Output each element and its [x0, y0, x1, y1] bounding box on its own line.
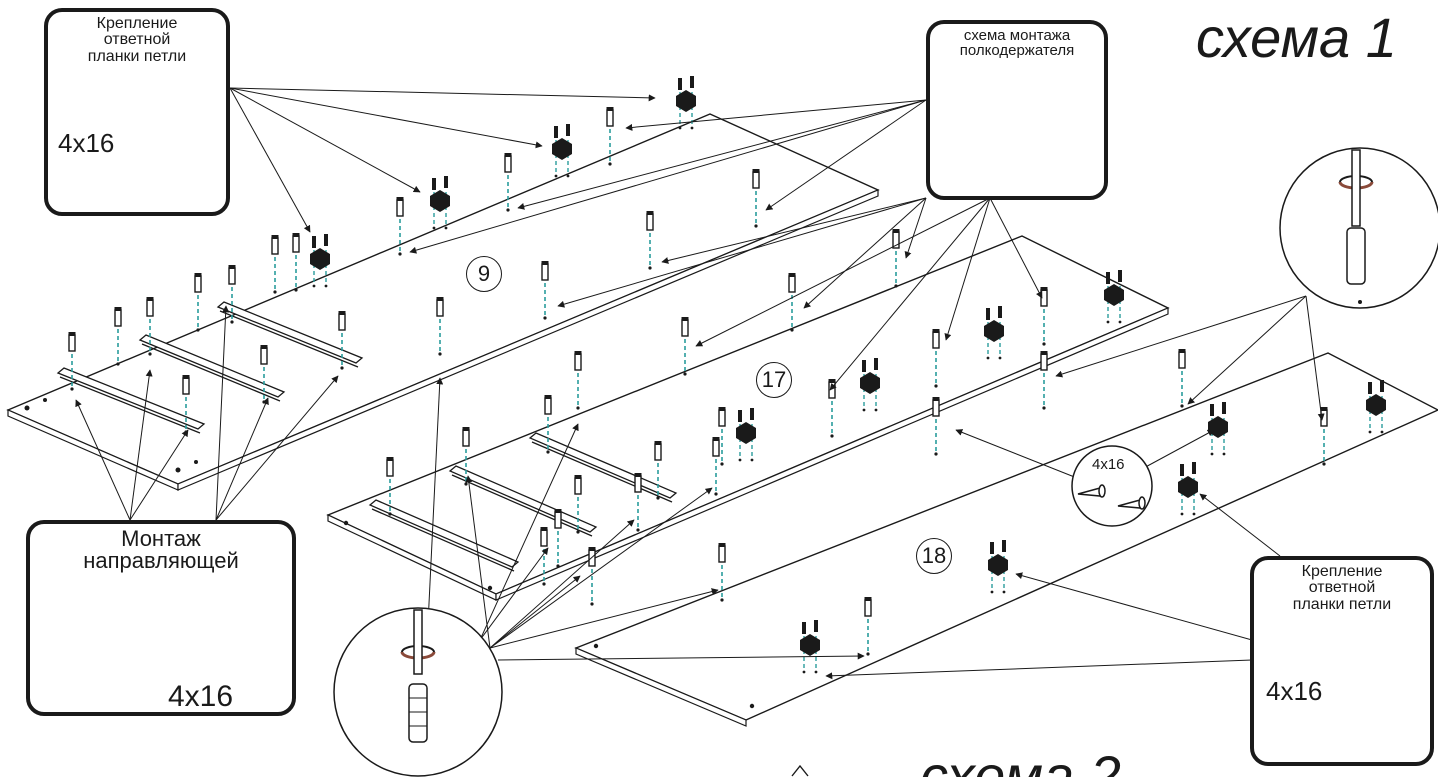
callout-shelf-support: схема монтажа полкодержателя — [926, 20, 1108, 200]
title-line-1: Крепление — [1301, 563, 1383, 580]
title-line-1: схема монтажа — [963, 27, 1071, 44]
callout-title: Крепление ответной планки петли — [1254, 563, 1430, 613]
title-line-2: полкодержателя — [959, 42, 1075, 60]
screwdriver-detail-right — [1279, 147, 1438, 309]
title-line-2: ответной — [1308, 579, 1376, 597]
title-line-2: направляющей — [83, 548, 239, 573]
title-line-1: Крепление — [96, 15, 178, 32]
leaders-tool-right — [1055, 295, 1325, 421]
leaders-tool-bottom — [427, 377, 865, 661]
leaders-shelf-support — [409, 99, 1043, 391]
callout-title: Монтаж направляющей — [30, 528, 292, 572]
scheme-1-label: схема 1 — [1196, 6, 1397, 69]
screw-size-label: 4x16 — [58, 128, 115, 158]
callout-title: схема монтажа полкодержателя — [930, 28, 1104, 59]
part-number-18: 18 — [916, 538, 952, 574]
title-line-2: ответной — [103, 31, 171, 49]
panel-18 — [574, 352, 1438, 727]
part-number-17: 17 — [756, 362, 792, 398]
leaders-hinge-top — [229, 87, 656, 233]
screw-detail-circle — [1071, 445, 1153, 527]
callout-title: Крепление ответной планки петли — [48, 15, 226, 65]
callout-hinge-plate-top: Крепление ответной планки петли 4x16 — [44, 8, 230, 216]
leaders-screw — [955, 429, 1215, 481]
title-line-1: Монтаж — [121, 526, 201, 551]
callout-rail-mount: Монтаж направляющей 4x16 — [26, 520, 296, 716]
screw-size-label: 4x16 — [168, 680, 234, 713]
callout-hinge-plate-bottom: Крепление ответной планки петли 4x16 — [1250, 556, 1434, 766]
scheme-2-label: схема 2 — [920, 744, 1121, 777]
leaders-hinge-bottom — [825, 493, 1281, 680]
screw-circle-label: 4x16 — [1092, 456, 1125, 473]
title-line-3: планки петли — [1292, 595, 1392, 613]
screwdriver-detail-bottom — [333, 607, 503, 777]
part-number-9: 9 — [466, 256, 502, 292]
screw-size-label: 4x16 — [1266, 676, 1323, 706]
partial-icon — [791, 764, 809, 777]
title-line-3: планки петли — [87, 47, 187, 65]
drawer-rails-panel-9 — [56, 301, 364, 434]
leaders-rail — [75, 305, 339, 521]
